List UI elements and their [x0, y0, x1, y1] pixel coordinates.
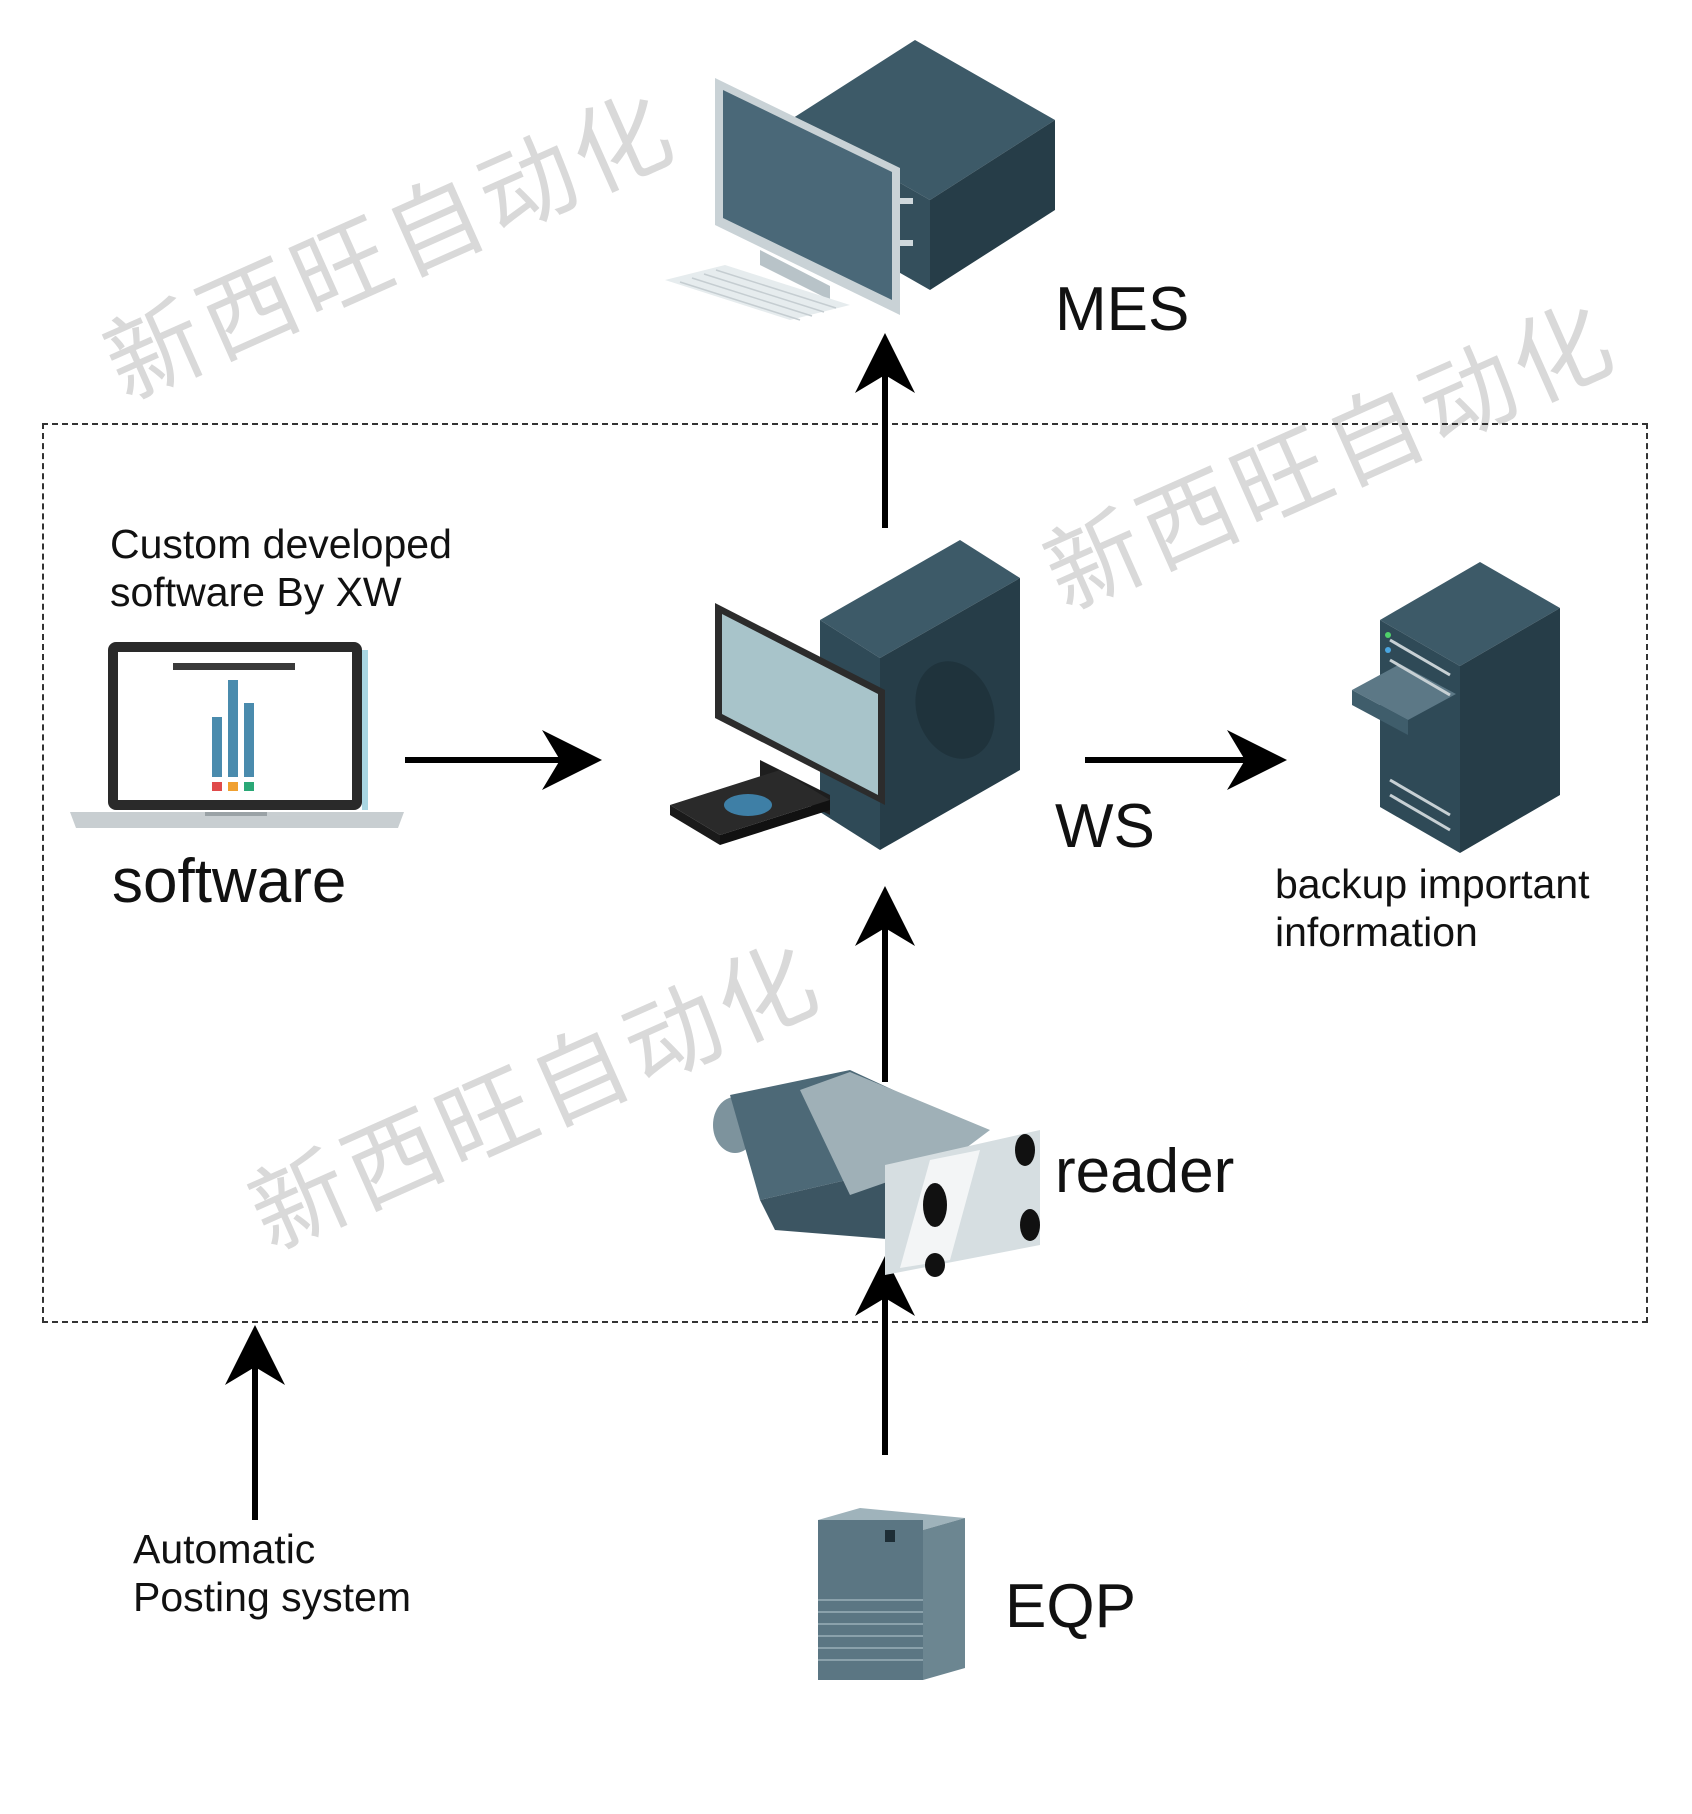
- backup-label: backup important information: [1275, 861, 1590, 956]
- system-boundary: [42, 423, 1648, 1323]
- aps-label: Automatic Posting system: [133, 1526, 411, 1621]
- software-title: Custom developed software By XW: [110, 521, 452, 616]
- reader-label: reader: [1055, 1137, 1235, 1206]
- mes-label: MES: [1055, 275, 1190, 344]
- laptop-chart-icon: [70, 642, 404, 828]
- barcode-reader-icon: [713, 1070, 1040, 1277]
- desktop-server-icon: [665, 40, 1055, 321]
- ws-label: WS: [1055, 792, 1155, 861]
- eqp-label: EQP: [1005, 1572, 1136, 1641]
- equipment-cabinet-icon: [818, 1508, 965, 1680]
- server-rack-icon: [1352, 562, 1560, 853]
- workstation-icon: [670, 540, 1020, 850]
- software-label: software: [112, 847, 347, 916]
